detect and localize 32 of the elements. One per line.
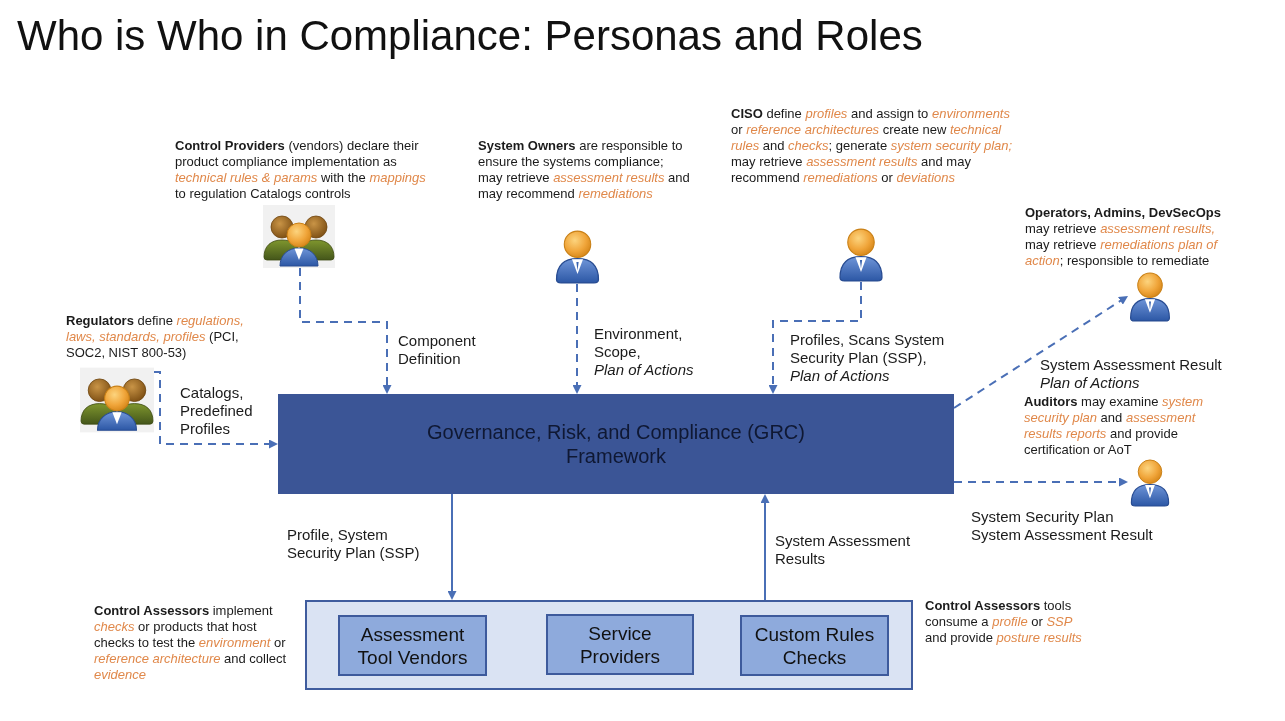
arrow (447, 493, 457, 600)
dashed-arrow (153, 371, 278, 449)
dashed-arrow (768, 281, 862, 394)
role-description: Auditors may examine system security plan and assessment results reports and provide certification or AoT (1024, 394, 1205, 458)
role-description: Control Assessors implement checks or products that host checks to test the environment or reference architecture and collect evidence (94, 603, 288, 683)
slide-title: Who is Who in Compliance: Personas and Roles (17, 12, 923, 60)
component-box (740, 615, 889, 676)
node-text: Custom Rules Checks (753, 622, 876, 669)
container-panel (305, 600, 913, 690)
dashed-arrow (572, 283, 582, 394)
people-icon (263, 205, 335, 268)
node-text: Assessment Tool Vendors (356, 622, 469, 669)
people-icon (80, 367, 154, 433)
person-icon (838, 228, 884, 282)
person-icon (555, 230, 600, 284)
person-icon (1128, 272, 1172, 322)
component-box (546, 614, 694, 675)
dashed-arrow (953, 296, 1128, 409)
dashed-arrow (953, 477, 1128, 487)
person-icon (1128, 459, 1172, 507)
role-description: Control Assessors tools consume a profile or SSP and provide posture results (925, 598, 1083, 646)
role-description: Regulators define regulations, laws, standards, profiles (PCI, SOC2, NIST 800-53) (66, 313, 245, 361)
node-text: Governance, Risk, and Compliance (GRC) Framework (426, 420, 806, 468)
dashed-arrow (299, 267, 392, 394)
role-description: System Owners are responsible to ensure the systems compliance; may retrieve assessment results and may recommend remediations (478, 138, 690, 202)
node-text: Service Providers (578, 621, 662, 668)
role-description: Control Providers (vendors) declare their product compliance implementation as technical rules & params with the mappings to regulation Catalogs controls (175, 138, 427, 202)
role-description: CISO define profiles and assign to environments or reference architectures create new technical rules and checks; generate system security plan; may retrieve assessment results and may recommend remediations or deviations (731, 106, 1014, 186)
role-description: Operators, Admins, DevSecOps may retrieve assessment results, may retrieve remediations plan of action; responsible to remediate (1025, 205, 1223, 269)
framework-box (278, 394, 954, 494)
arrow (760, 494, 770, 601)
component-box (338, 615, 487, 676)
